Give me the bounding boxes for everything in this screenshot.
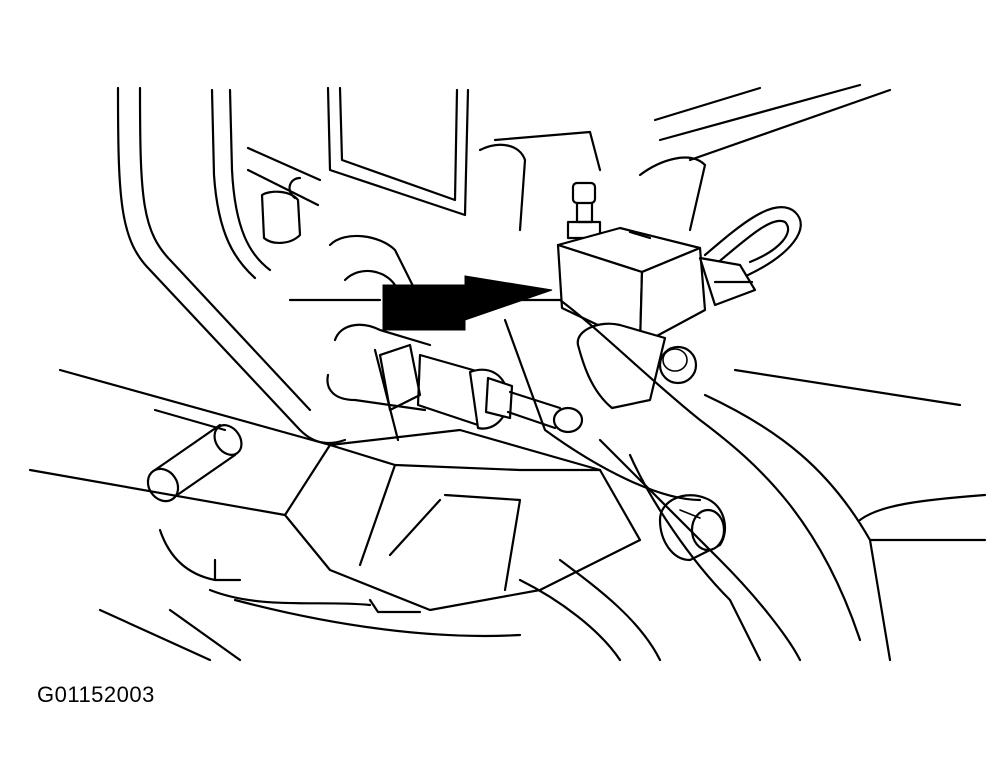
center-housing: [288, 130, 602, 302]
actuator-rod: [326, 323, 584, 442]
lower-bracket: [28, 368, 642, 614]
sensor-switch: [556, 181, 802, 410]
figure-id-label: G01152003: [37, 682, 155, 707]
left-tube: [116, 86, 347, 445]
upper-bracket: [246, 86, 470, 244]
lower-bolt: [658, 494, 727, 562]
right-frame: [98, 298, 987, 662]
right-body-lines: [638, 83, 892, 232]
pointer-arrow: [382, 275, 553, 331]
